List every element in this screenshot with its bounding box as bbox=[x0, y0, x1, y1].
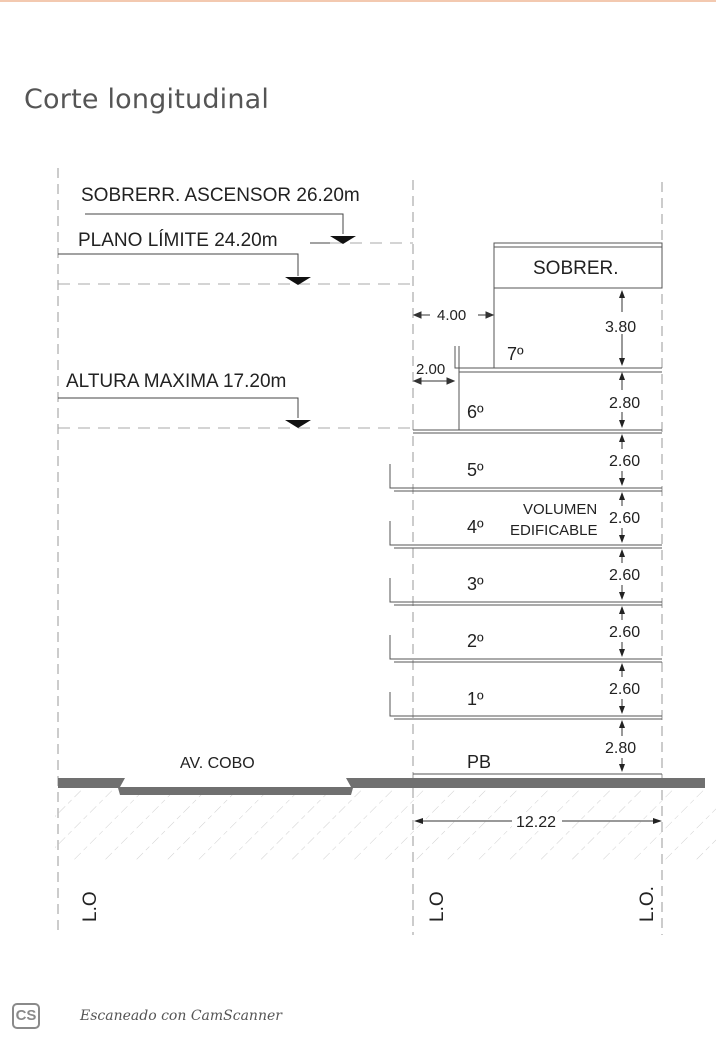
setback-6-arrow-left-icon bbox=[412, 377, 422, 385]
setback-6-arrow-right-icon bbox=[446, 377, 456, 385]
setback-7-arrow-icon bbox=[412, 311, 422, 319]
floor-pb-height: 2.80 bbox=[605, 740, 636, 757]
floor-5-height: 2.60 bbox=[609, 453, 640, 470]
floor-3-label: 3º bbox=[467, 574, 484, 594]
volumen-label: VOLUMEN bbox=[523, 501, 597, 518]
lo-label-left: L.O bbox=[80, 891, 101, 922]
floor-3-height: 2.60 bbox=[609, 567, 640, 584]
camscanner-logo-icon: CS bbox=[12, 1003, 40, 1029]
lot-width-arrow-right-icon bbox=[653, 818, 662, 824]
plano-leader bbox=[58, 253, 299, 276]
scan-watermark-text: Escaneado con CamScanner bbox=[80, 1008, 282, 1024]
floor-4-slab bbox=[389, 464, 662, 489]
floor-pb-slab bbox=[389, 692, 662, 717]
floor-1-label: 1º bbox=[467, 689, 484, 709]
altura-leader bbox=[58, 397, 299, 418]
floor-3-slab bbox=[389, 521, 662, 546]
lo-label-middle: L.O bbox=[427, 891, 448, 922]
altura-triangle-icon bbox=[285, 420, 311, 428]
floor-7-height: 3.80 bbox=[605, 319, 636, 336]
sobrer-label: SOBRER. bbox=[533, 258, 619, 279]
floor-pb-label: PB bbox=[467, 752, 491, 772]
floor-6-label: 6º bbox=[467, 402, 484, 422]
plano-limite-label: PLANO LÍMITE 24.20m bbox=[78, 230, 278, 251]
lot-width-arrow-left-icon bbox=[414, 818, 423, 824]
setback-7-label: 4.00 bbox=[437, 307, 466, 324]
sobrerr-triangle-icon bbox=[330, 236, 356, 244]
altura-maxima-label: ALTURA MAXIMA 17.20m bbox=[66, 371, 286, 392]
floor-6-height: 2.80 bbox=[609, 395, 640, 412]
floor-1-slab bbox=[389, 635, 662, 660]
floor-2-slab bbox=[389, 578, 662, 603]
setback-6-label: 2.00 bbox=[416, 361, 445, 378]
street-label: AV. COBO bbox=[180, 755, 255, 772]
sobrerr-ascensor-label: SOBRERR. ASCENSOR 26.20m bbox=[81, 185, 360, 206]
floor-1-height: 2.60 bbox=[609, 681, 640, 698]
floor-2-label: 2º bbox=[467, 631, 484, 651]
setback-7-arrow-right-icon bbox=[485, 311, 495, 319]
lot-width-label: 12.22 bbox=[516, 814, 556, 831]
floor-6-left-wall bbox=[454, 346, 662, 369]
page-title: Corte longitudinal bbox=[24, 84, 270, 115]
sobrerr-leader bbox=[85, 213, 344, 234]
floor-4-label: 4º bbox=[467, 517, 484, 537]
floor-5-label: 5º bbox=[467, 460, 484, 480]
ground-line bbox=[58, 778, 705, 795]
lo-label-right: L.O. bbox=[637, 886, 658, 922]
floor-7-label: 7º bbox=[507, 344, 524, 364]
edificable-label: EDIFICABLE bbox=[510, 522, 598, 539]
plano-triangle-icon bbox=[285, 277, 311, 285]
ground-hatch bbox=[55, 788, 716, 860]
floor-4-height: 2.60 bbox=[609, 510, 640, 527]
top-rule bbox=[0, 0, 716, 2]
floor-2-height: 2.60 bbox=[609, 624, 640, 641]
